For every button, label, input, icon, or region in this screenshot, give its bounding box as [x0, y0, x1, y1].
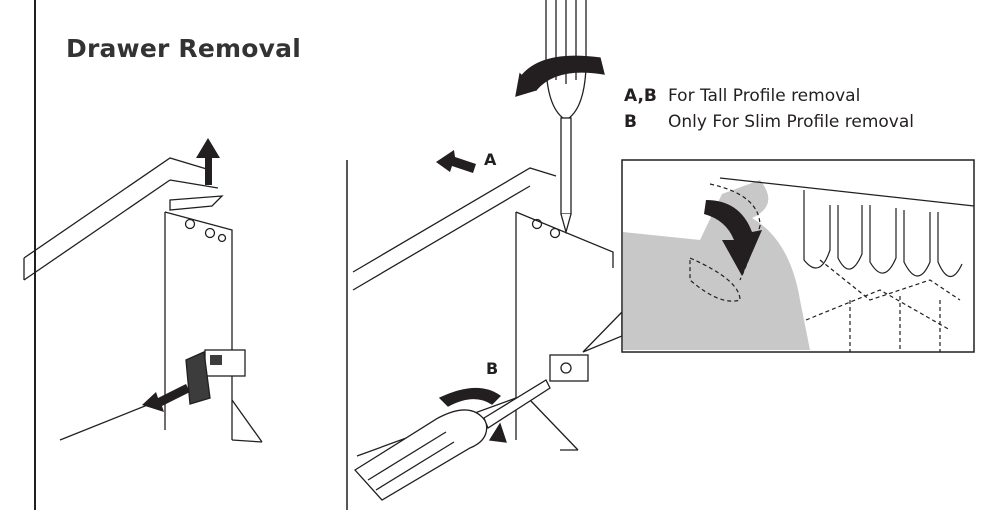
top-rail-outline	[23, 157, 211, 259]
detail-callout	[582, 159, 975, 353]
pull-arrow-icon	[142, 384, 190, 412]
legend-key: A,B	[624, 86, 657, 106]
right-panel-drawer	[352, 167, 614, 457]
up-arrow-icon	[196, 138, 220, 185]
rotate-arrow-icon	[704, 200, 762, 276]
vertical-screwdriver-icon	[515, 0, 605, 235]
screw-icon	[184, 218, 196, 230]
arrow-a-icon	[436, 150, 476, 173]
profile-legend: A,B For Tall Profile removal B Only For …	[624, 86, 914, 138]
arrow-a-label: A	[484, 150, 497, 169]
drawer-side-panel	[164, 211, 233, 440]
legend-key: B	[624, 112, 637, 132]
arrow-b-label: B	[486, 359, 498, 378]
page-title: Drawer Removal	[66, 34, 302, 63]
legend-row-slim: B Only For Slim Profile removal	[624, 112, 914, 138]
clip-plate-icon	[169, 195, 224, 211]
legend-row-tall: A,B For Tall Profile removal	[624, 86, 914, 112]
left-panel-drawer	[23, 157, 263, 443]
shaded-cabinet-region	[623, 180, 810, 350]
legend-text: For Tall Profile removal	[668, 86, 861, 106]
angled-screwdriver-icon	[353, 379, 551, 501]
legend-text: Only For Slim Profile removal	[668, 112, 915, 132]
